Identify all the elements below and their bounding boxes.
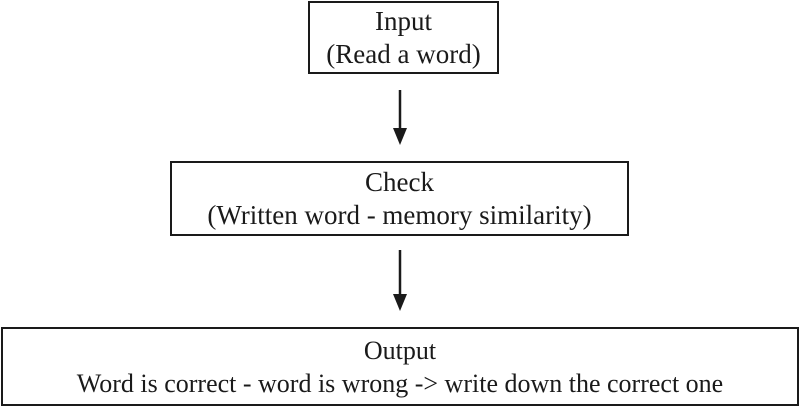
check-node-subtitle: (Written word - memory similarity) xyxy=(207,199,592,230)
check-node-title: Check xyxy=(365,166,434,197)
output-node: Output Word is correct - word is wrong -… xyxy=(1,327,799,406)
input-node-subtitle: (Read a word) xyxy=(326,38,481,69)
output-node-title: Output xyxy=(363,335,437,365)
output-node-subtitle: Word is correct - word is wrong -> write… xyxy=(76,368,724,398)
check-node: Check (Written word - memory similarity) xyxy=(170,161,629,236)
arrow-down-icon xyxy=(393,250,407,311)
input-node-title: Input xyxy=(375,5,432,36)
arrow-down-icon xyxy=(393,90,407,145)
input-node: Input (Read a word) xyxy=(308,1,499,74)
